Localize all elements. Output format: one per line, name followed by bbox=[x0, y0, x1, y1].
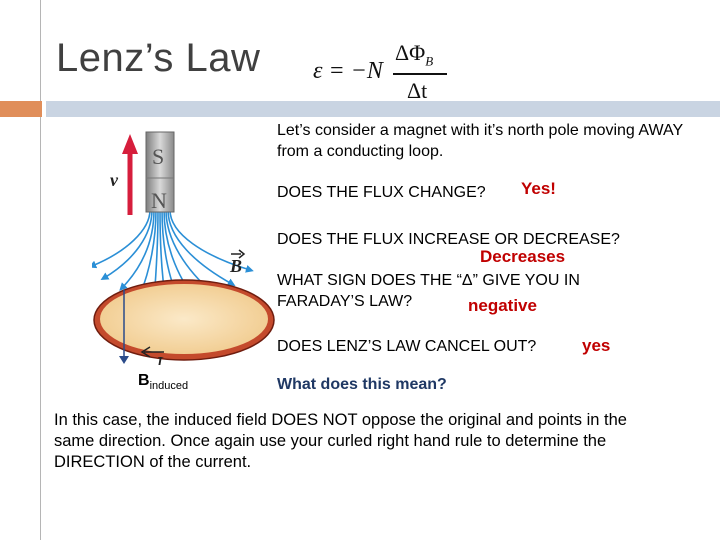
frame-line-top bbox=[40, 0, 41, 130]
faraday-formula: ε = −N ΔΦB Δt bbox=[305, 38, 457, 106]
answer-lenz-cancel: yes bbox=[582, 336, 611, 355]
answer-flux-change: Yes! bbox=[521, 179, 556, 198]
accent-band-orange bbox=[0, 101, 42, 117]
b-induced-label: Binduced bbox=[138, 372, 188, 392]
answer-increase-decrease: Decreases bbox=[480, 247, 566, 266]
question-sign-line1: WHAT SIGN DOES THE “Δ” GIVE YOU IN bbox=[277, 272, 580, 289]
b-induced-sub: induced bbox=[149, 380, 189, 393]
formula-numerator-sub: B bbox=[425, 53, 434, 69]
intro-text: Let’s consider a magnet with it’s north … bbox=[277, 122, 683, 160]
field-vector-icon bbox=[231, 249, 246, 259]
field-lines-icon bbox=[92, 209, 254, 306]
current-label: I bbox=[155, 353, 164, 365]
velocity-label: v bbox=[110, 170, 119, 190]
formula-denominator: Δt bbox=[407, 78, 428, 103]
body-explanation: In this case, the induced field DOES NOT… bbox=[54, 411, 627, 471]
answer-sign: negative bbox=[468, 296, 537, 315]
question-lenz-cancel: DOES LENZ’S LAW CANCEL OUT? bbox=[277, 338, 537, 355]
field-label: B bbox=[229, 256, 242, 276]
formula-numerator-main: ΔΦ bbox=[395, 40, 426, 65]
conducting-loop bbox=[93, 279, 275, 361]
question-sign-line2: FARADAY’S LAW? bbox=[277, 293, 413, 310]
magnet-north-label: N bbox=[151, 188, 167, 213]
question-flux-change: DOES THE FLUX CHANGE? bbox=[277, 184, 486, 201]
formula-lhs: ε = −N bbox=[313, 58, 383, 84]
velocity-arrow-icon bbox=[122, 134, 138, 215]
current-arrow-icon bbox=[140, 346, 164, 358]
slide-title: Lenz’s Law bbox=[56, 36, 261, 80]
what-does-this-mean: What does this mean? bbox=[277, 376, 447, 393]
magnet-loop-illustration: v S N B I bbox=[92, 131, 275, 365]
accent-band-blue bbox=[46, 101, 720, 117]
formula-fraction-bar bbox=[393, 73, 447, 75]
induced-field-arrow-icon bbox=[119, 290, 129, 364]
b-induced-main: B bbox=[138, 372, 150, 389]
magnet-south-label: S bbox=[152, 144, 164, 169]
bar-magnet bbox=[145, 131, 175, 213]
formula-numerator: ΔΦB bbox=[395, 40, 433, 69]
frame-line-bottom bbox=[40, 118, 41, 540]
question-increase-decrease: DOES THE FLUX INCREASE OR DECREASE? bbox=[277, 231, 620, 248]
